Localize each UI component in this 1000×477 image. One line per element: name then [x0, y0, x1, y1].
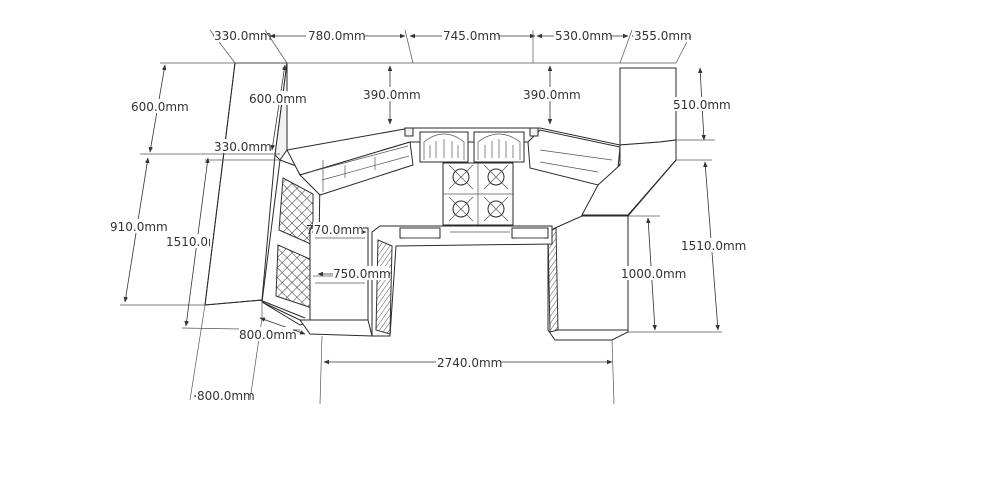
- dim-label-top-780: 780.0mm: [308, 29, 366, 43]
- dim-label-bottom-800-a: 800.0mm: [239, 328, 297, 342]
- left-corner-cabinet: [259, 159, 321, 326]
- dim-label-mid-390-left: 390.0mm: [363, 88, 421, 102]
- cooktop-unit: [442, 162, 514, 226]
- dim-label-top-745: 745.0mm: [443, 29, 501, 43]
- left-base-cabinet: [299, 227, 373, 337]
- peninsula-counter: [371, 225, 553, 337]
- dim-label-left-1510-clip: 1510.0mm: [166, 235, 231, 249]
- dim-label-mid-390-right: 390.0mm: [523, 88, 581, 102]
- dimension-labels: 330.0mm 780.0mm 745.0mm 530.0mm 355.0mm …: [109, 28, 746, 403]
- right-tall-cabinet: [581, 67, 677, 217]
- dim-label-top-530: 530.0mm: [555, 29, 613, 43]
- dim-label-left-910: 910.0mm: [110, 220, 168, 234]
- dim-label-bottom-800-b: 800.0mm: [197, 389, 255, 403]
- dim-label-left-600-inner: 600.0mm: [249, 92, 307, 106]
- burner-4: [483, 196, 509, 222]
- dim-label-inner-770: 770.0mm: [306, 223, 364, 237]
- burner-1: [448, 164, 474, 190]
- dim-label-right-1000: 1000.0mm: [621, 267, 686, 281]
- dim-label-bottom-2740: 2740.0mm: [437, 356, 502, 370]
- dim-label-right-1510: 1510.0mm: [681, 239, 746, 253]
- dim-label-left-600-outer: 600.0mm: [131, 100, 189, 114]
- right-base-cabinet: [547, 215, 629, 341]
- dim-label-right-510: 510.0mm: [673, 98, 731, 112]
- dim-label-top-355: 355.0mm: [634, 29, 692, 43]
- dim-label-top-330: 330.0mm: [214, 29, 272, 43]
- dim-label-left-330: 330.0mm: [214, 140, 272, 154]
- dim-label-left-1510: 1510.0mm: [166, 235, 231, 249]
- dim-label-inner-750: 750.0mm: [333, 267, 391, 281]
- wall-cabinets-top: [286, 127, 621, 196]
- burner-3: [448, 196, 474, 222]
- burner-2: [483, 164, 509, 190]
